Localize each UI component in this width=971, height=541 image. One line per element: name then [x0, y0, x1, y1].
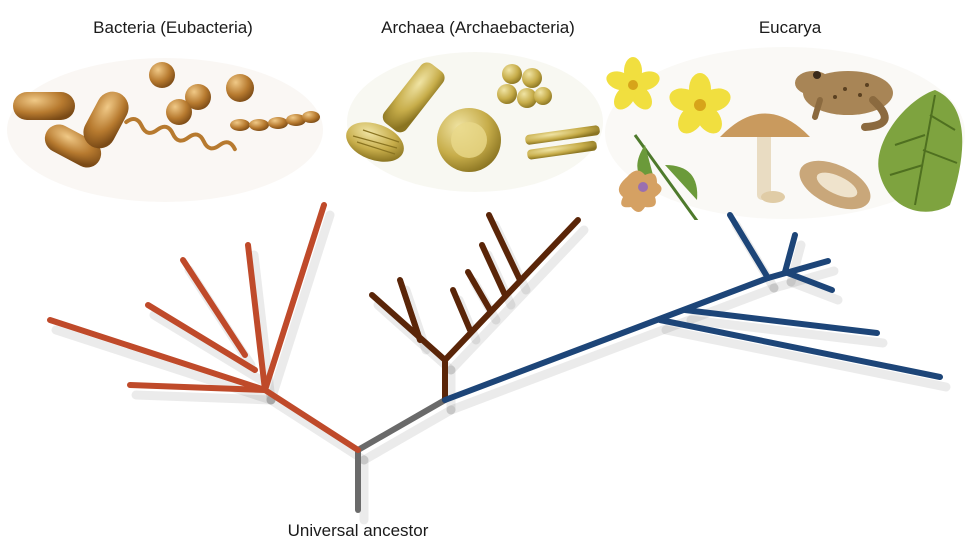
archaea-branch: [482, 245, 505, 295]
branch-shadow: [666, 330, 946, 387]
bacteria-branch: [265, 390, 358, 450]
branch-shadow: [451, 230, 584, 370]
archaea-branch: [468, 272, 490, 310]
eucarya-branch: [730, 215, 768, 278]
archaea-branch: [445, 220, 578, 360]
branch-shadow: [364, 410, 451, 460]
branch-shadow: [271, 400, 364, 460]
branch-shadow: [271, 215, 330, 400]
bacteria-branch: [265, 205, 324, 390]
